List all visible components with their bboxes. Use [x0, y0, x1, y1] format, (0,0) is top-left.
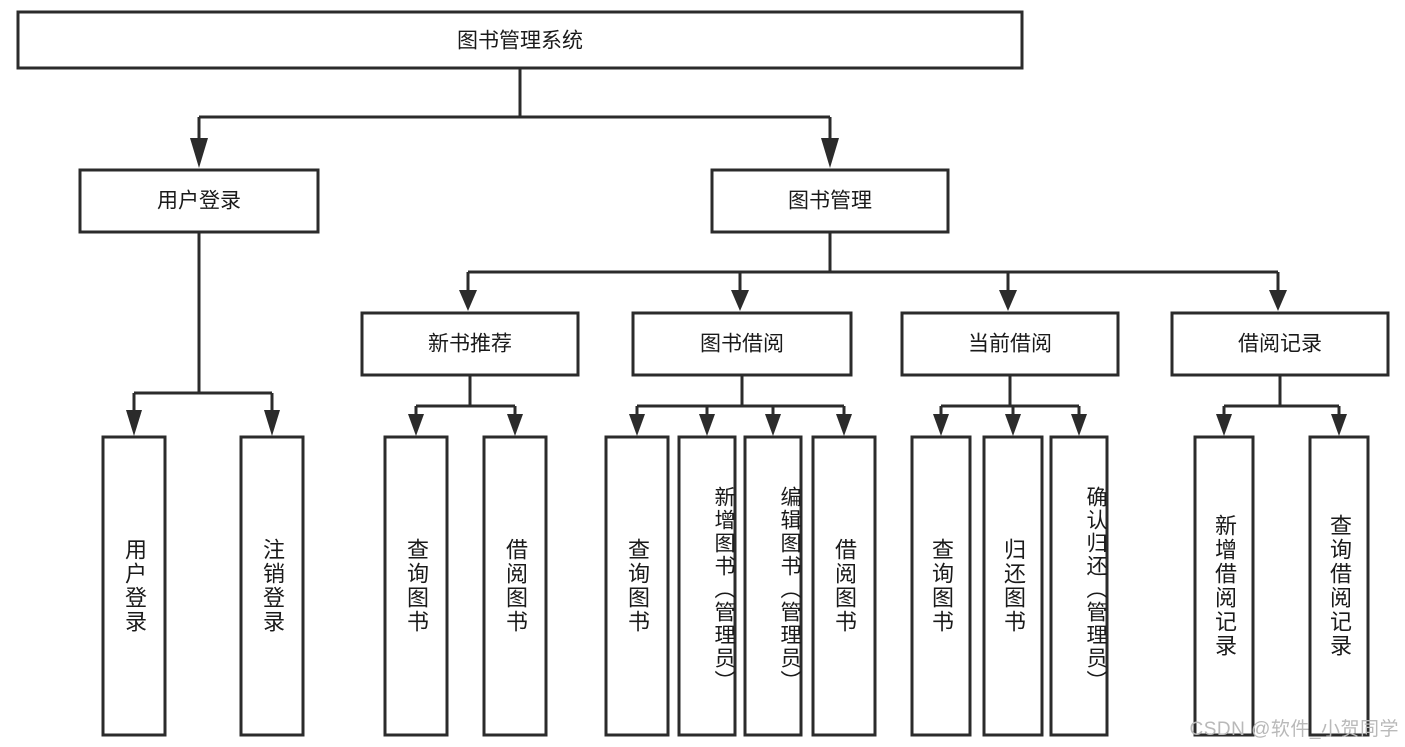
- node-label-book-management: 图书管理: [788, 190, 872, 213]
- arrowhead-record-add: [1216, 414, 1232, 436]
- node-box-current-borrow[interactable]: [900, 311, 1120, 377]
- arrowhead-borrow-query: [629, 414, 645, 436]
- arrowhead-leaf-logout: [264, 410, 280, 436]
- arrowhead-current-confirm: [1071, 414, 1087, 436]
- arrowhead-current-query: [933, 414, 949, 436]
- arrowhead-leaf-user-login: [126, 410, 142, 436]
- leaf-box-current-confirm-return-admin[interactable]: [1049, 435, 1109, 737]
- arrowhead-record: [1269, 290, 1287, 311]
- leaf-box-borrow-borrow-book[interactable]: [811, 435, 877, 737]
- node-layer: 图书管理系统 用户登录 图书管理 新书推荐 图书借阅 当前借阅 借阅记录: [16, 10, 1390, 737]
- node-box-borrow-record[interactable]: [1170, 311, 1390, 377]
- arrowhead-borrow-add: [699, 414, 715, 436]
- leaf-box-current-return-book[interactable]: [982, 435, 1044, 737]
- leaf-box-borrow-query-book[interactable]: [604, 435, 670, 737]
- edge-layer: [126, 68, 1347, 436]
- leaf-box-logout[interactable]: [239, 435, 305, 737]
- node-box-new-book-recommend[interactable]: [360, 311, 580, 377]
- arrowhead-current: [999, 290, 1017, 311]
- arrowhead-newbook-query: [408, 414, 424, 436]
- csdn-watermark: CSDN @软件_小贺同学: [1189, 719, 1399, 740]
- arrowhead-user-login: [190, 138, 208, 168]
- arrowhead-record-query: [1331, 414, 1347, 436]
- node-label-new-book-recommend: 新书推荐: [428, 333, 512, 356]
- leaf-box-borrow-add-book-admin[interactable]: [677, 435, 737, 737]
- arrowhead-borrow-edit: [765, 414, 781, 436]
- node-box-user-login[interactable]: [78, 168, 320, 234]
- leaf-box-record-add-record[interactable]: [1193, 435, 1255, 737]
- node-label-borrow-record: 借阅记录: [1238, 333, 1322, 356]
- arrowhead-book-mgmt: [821, 138, 839, 168]
- arrowhead-newbook: [459, 290, 477, 311]
- node-label-user-login: 用户登录: [157, 190, 241, 213]
- arrowhead-current-return: [1005, 414, 1021, 436]
- node-label-current-borrow: 当前借阅: [968, 333, 1052, 356]
- arrowhead-borrow-borrow: [836, 414, 852, 436]
- leaf-box-record-query-record[interactable]: [1308, 435, 1370, 737]
- node-box-book-management[interactable]: [710, 168, 950, 234]
- node-box-book-borrow[interactable]: [631, 311, 853, 377]
- node-label-book-borrow: 图书借阅: [700, 333, 784, 356]
- leaf-box-current-query-book[interactable]: [910, 435, 972, 737]
- leaf-box-borrow-edit-book-admin[interactable]: [743, 435, 803, 737]
- leaf-box-newbook-query-book[interactable]: [383, 435, 449, 737]
- node-label-root: 图书管理系统: [457, 30, 583, 53]
- arrowhead-borrow: [731, 290, 749, 311]
- arrowhead-newbook-borrow: [507, 414, 523, 436]
- node-box-root[interactable]: [16, 10, 1024, 70]
- leaf-box-user-login[interactable]: [101, 435, 167, 737]
- leaf-box-newbook-borrow-book[interactable]: [482, 435, 548, 737]
